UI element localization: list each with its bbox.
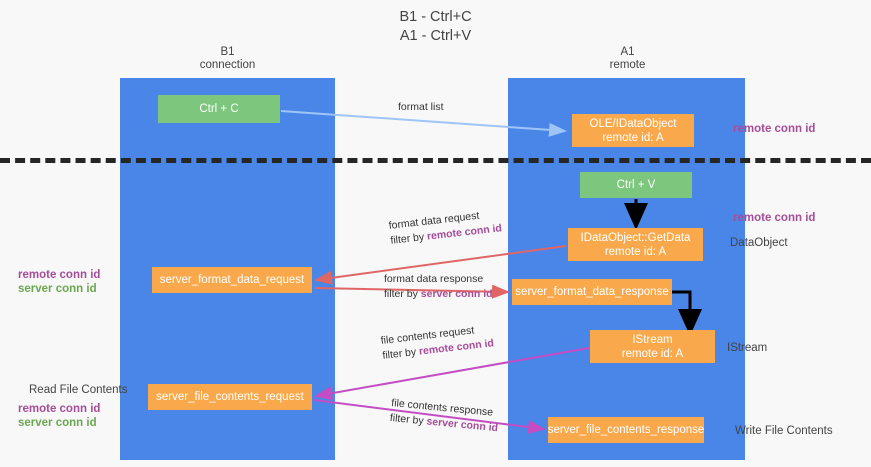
node-server-format-data-request-label: server_format_data_request	[159, 274, 305, 286]
node-idataobject-line1: OLE/IDataObject	[589, 117, 677, 130]
legend-conn-ids-top: remote conn id server conn id	[18, 268, 100, 296]
node-server-format-data-request[interactable]: server_format_data_request	[152, 267, 312, 293]
edge-label-format-data-response-line2: filter by server conn id	[384, 287, 493, 302]
node-ctrl-c[interactable]: Ctrl + C	[158, 95, 280, 123]
node-getdata-line1: IDataObject::GetData	[580, 231, 691, 244]
node-idataobject-remote[interactable]: OLE/IDataObject remote id: A	[572, 114, 694, 147]
side-label-istream: IStream	[727, 342, 768, 354]
node-ctrl-c-label: Ctrl + C	[199, 103, 239, 115]
legend-server-conn-id: server conn id	[18, 283, 97, 295]
edge-label-format-list: format list	[398, 100, 444, 115]
title-line-2: A1 - Ctrl+V	[399, 28, 472, 44]
side-label-remote-conn-id-mid: remote conn id	[733, 212, 816, 224]
node-ctrl-v-label: Ctrl + V	[616, 179, 656, 191]
legend-remote-conn-id: remote conn id	[18, 269, 101, 281]
lane-header-a1-role: remote	[609, 59, 646, 71]
lane-header-b1-name: B1	[220, 46, 235, 58]
node-ctrl-v[interactable]: Ctrl + V	[580, 172, 692, 198]
edge-label-file-contents-response: file contents response filter by server …	[389, 396, 500, 436]
node-server-format-data-response-label: server_format_data_response	[515, 286, 669, 298]
side-label-remote-conn-id-top: remote conn id	[733, 123, 816, 135]
node-istream-remote[interactable]: IStream remote id: A	[590, 330, 715, 363]
lane-header-a1-name: A1	[620, 46, 635, 58]
side-label-write-file-contents: Write File Contents	[735, 425, 833, 437]
filter-prefix: filter by	[381, 345, 420, 362]
edge-label-format-data-response: format data response filter by server co…	[384, 272, 493, 302]
filter-prefix: filter by	[389, 411, 428, 428]
lane-header-b1-role: connection	[199, 59, 256, 71]
node-istream-line2: remote id: A	[621, 347, 684, 360]
side-label-read-file-contents: Read File Contents	[29, 384, 128, 396]
node-server-file-contents-request-label: server_file_contents_request	[156, 391, 304, 403]
lane-header-b1: B1 connection	[140, 46, 315, 72]
filter-prefix: filter by	[389, 230, 428, 247]
phase-divider	[0, 158, 871, 163]
lane-header-a1: A1 remote	[530, 46, 725, 72]
legend-server-conn-id: server conn id	[18, 417, 97, 429]
edge-label-format-data-request: format data request filter by remote con…	[388, 206, 503, 248]
node-idataobject-getdata[interactable]: IDataObject::GetData remote id: A	[568, 228, 703, 261]
filter-token-server-conn-id: server conn id	[420, 288, 493, 300]
legend-conn-ids-bottom: remote conn id server conn id	[18, 402, 100, 430]
edge-label-format-data-response-line1: format data response	[384, 273, 484, 285]
side-label-dataobject: DataObject	[730, 237, 788, 249]
node-istream-line1: IStream	[632, 333, 673, 346]
diagram-title: B1 - Ctrl+C A1 - Ctrl+V	[0, 8, 871, 46]
edge-label-format-list-text: format list	[398, 101, 444, 113]
node-server-file-contents-response[interactable]: server_file_contents_response	[548, 417, 704, 443]
node-idataobject-line2: remote id: A	[602, 131, 664, 144]
node-server-format-data-response[interactable]: server_format_data_response	[512, 279, 672, 305]
node-server-file-contents-response-label: server_file_contents_response	[547, 424, 705, 436]
node-getdata-line2: remote id: A	[604, 245, 667, 258]
filter-prefix: filter by	[384, 288, 421, 300]
node-server-file-contents-request[interactable]: server_file_contents_request	[148, 384, 312, 410]
edge-label-file-contents-request: file contents request filter by remote c…	[380, 321, 495, 363]
legend-remote-conn-id: remote conn id	[18, 403, 101, 415]
title-line-1: B1 - Ctrl+C	[399, 9, 472, 25]
